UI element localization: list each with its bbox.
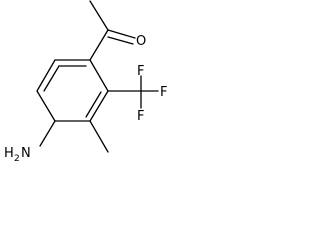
atom-fluorine-bottom: F [137, 109, 144, 124]
ring-bond-c2-c3 [89, 90, 109, 122]
ring-bond-c4-c5 [36, 90, 56, 122]
ring-bond-c1-c2 [89, 59, 109, 92]
atom-fluorine-top: F [137, 64, 144, 79]
bond-ring-methyl [89, 120, 109, 153]
atom-oxygen: O [136, 34, 146, 49]
molecule-diagram: O F F F H 2 N [0, 0, 190, 187]
atom-amine-subscript: 2 [14, 154, 20, 164]
bond-carbonyl-methyl [89, 0, 109, 31]
structure-canvas: O F F F H 2 N [4, 0, 167, 164]
bond-ring-amine [39, 120, 56, 147]
bond-ring-carbonyl [89, 29, 109, 61]
bond-carbonyl-oxygen [107, 29, 136, 39]
ring-bond-c5-c6 [36, 59, 56, 92]
atom-fluorine-middle: F [160, 85, 167, 100]
ring-bond-c2-c3-inner [85, 91, 102, 118]
atom-amine-h: H [4, 146, 14, 161]
bond-carbonyl-oxygen-double [107, 36, 134, 45]
atom-amine-n: N [21, 146, 31, 161]
ring-bond-c5-c6-inner [43, 65, 60, 92]
